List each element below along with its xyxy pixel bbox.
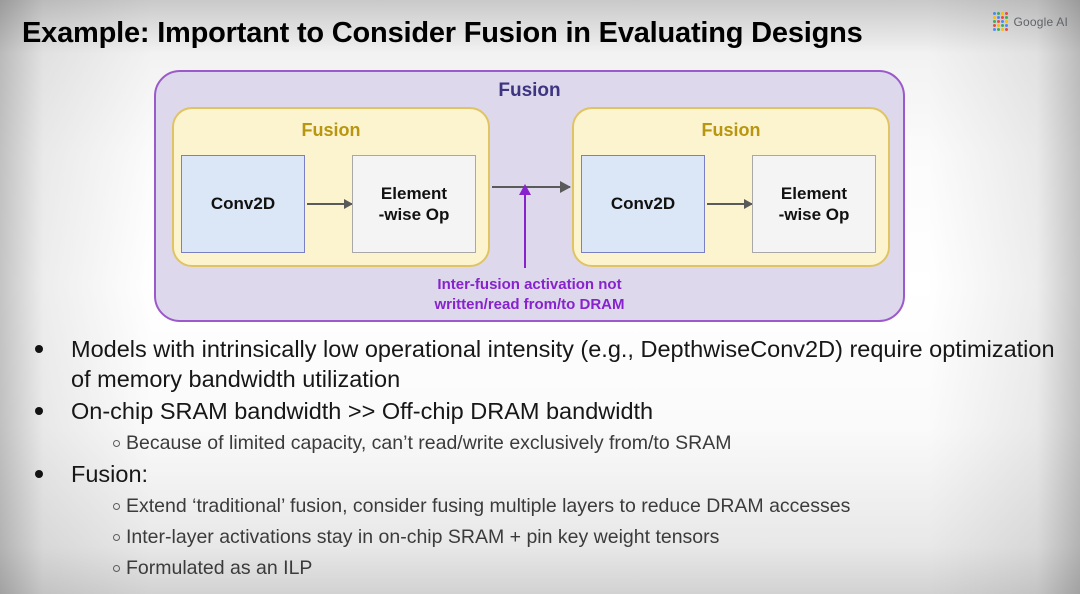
bullet-marker-filled-icon xyxy=(35,407,43,415)
bullet-list: Models with intrinsically low operationa… xyxy=(26,334,1056,584)
bullet-item-text: Fusion: xyxy=(71,461,149,487)
bullet-item-level-1: On-chip SRAM bandwidth >> Off-chip DRAM … xyxy=(26,396,1056,426)
callout-arrow-up-icon xyxy=(519,184,531,268)
node-elementwise-right-label-line1: Element xyxy=(780,183,848,203)
bullet-item-text: Extend ‘traditional’ fusion, consider fu… xyxy=(126,495,851,517)
bullet-marker-hollow-icon xyxy=(113,440,120,447)
page-title: Example: Important to Consider Fusion in… xyxy=(22,17,863,49)
arrow-conv-to-elementwise-right xyxy=(707,199,753,209)
google-ai-brand: Google AI xyxy=(993,12,1068,31)
bullet-marker-filled-icon xyxy=(35,345,43,353)
inter-fusion-callout-text: Inter-fusion activation not written/read… xyxy=(156,275,903,316)
bullet-item-level-2: Formulated as an ILP xyxy=(26,553,1056,584)
bullet-marker-hollow-icon xyxy=(113,534,120,541)
bullet-item-level-2: Extend ‘traditional’ fusion, consider fu… xyxy=(26,491,1056,522)
node-conv2d-right-label: Conv2D xyxy=(610,194,676,214)
bullet-item-text: On-chip SRAM bandwidth >> Off-chip DRAM … xyxy=(71,398,654,424)
bullet-item-text: Because of limited capacity, can’t read/… xyxy=(126,432,732,454)
bullet-marker-filled-icon xyxy=(35,470,43,478)
fusion-group-right-label: Fusion xyxy=(701,120,761,140)
google-ai-label: Google AI xyxy=(1013,14,1068,29)
google-ai-dot-grid-icon xyxy=(993,12,1009,31)
node-elementwise-left-label-line2: -wise Op xyxy=(378,205,450,224)
node-elementwise-left-label-line1: Element xyxy=(380,183,448,203)
outer-fusion-label: Fusion xyxy=(498,80,561,101)
node-elementwise-right: Element -wise Op xyxy=(752,155,876,253)
bullet-item-text: Formulated as an ILP xyxy=(126,557,313,579)
node-conv2d-left: Conv2D xyxy=(181,155,305,253)
bullet-marker-hollow-icon xyxy=(113,503,120,510)
node-conv2d-left-label: Conv2D xyxy=(210,194,276,214)
bullet-item-level-2: Because of limited capacity, can’t read/… xyxy=(26,428,1056,459)
fusion-group-left: Fusion Conv2D Element -wise Op xyxy=(172,107,490,267)
fusion-group-right: Fusion Conv2D Element -wise Op xyxy=(572,107,890,267)
fusion-group-left-label: Fusion xyxy=(301,120,361,140)
bullet-marker-hollow-icon xyxy=(113,565,120,572)
node-elementwise-left: Element -wise Op xyxy=(352,155,476,253)
arrow-between-fusion-groups xyxy=(492,181,571,193)
bullet-item-level-1: Models with intrinsically low operationa… xyxy=(26,334,1056,394)
callout-line-2: written/read from/to DRAM xyxy=(434,296,625,314)
arrow-conv-to-elementwise-left xyxy=(307,199,353,209)
node-conv2d-right: Conv2D xyxy=(581,155,705,253)
bullet-item-text: Inter-layer activations stay in on-chip … xyxy=(126,526,720,548)
bullet-item-text: Models with intrinsically low operationa… xyxy=(71,336,1055,392)
bullet-item-level-2: Inter-layer activations stay in on-chip … xyxy=(26,522,1056,553)
callout-line-1: Inter-fusion activation not xyxy=(437,276,622,293)
fusion-diagram: Fusion Fusion Conv2D Element -wise Op Fu… xyxy=(154,70,905,322)
bullet-item-level-1: Fusion: xyxy=(26,459,1056,489)
node-elementwise-right-label-line2: -wise Op xyxy=(778,205,850,224)
